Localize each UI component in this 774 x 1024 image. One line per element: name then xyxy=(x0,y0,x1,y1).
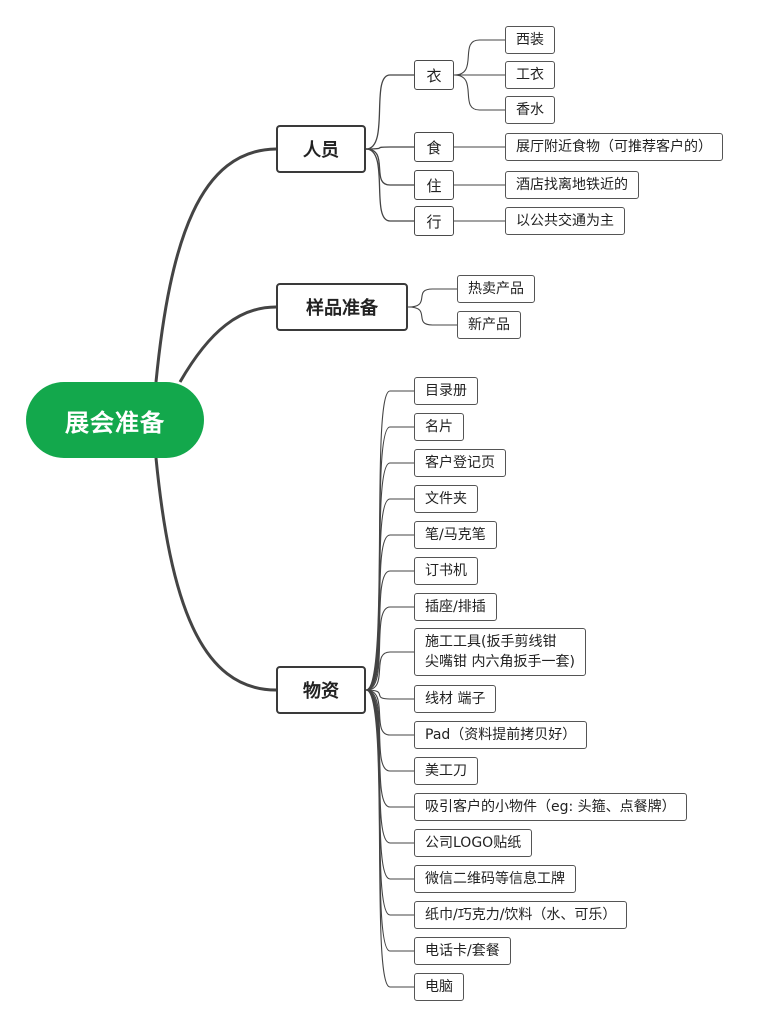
leaf-suit[interactable]: 西装 xyxy=(505,26,555,54)
link-supplies-1 xyxy=(365,426,414,691)
node-travel[interactable]: 行 xyxy=(414,206,454,236)
leaf-best-sellers[interactable]: 热卖产品 xyxy=(457,275,535,303)
supply-catalog[interactable]: 目录册 xyxy=(414,377,478,405)
leaf-hotel-note[interactable]: 酒店找离地铁近的 xyxy=(505,171,639,199)
leaf-transport-note[interactable]: 以公共交通为主 xyxy=(505,207,625,235)
supply-pad[interactable]: Pad（资料提前拷贝好） xyxy=(414,721,588,749)
link-personnel-clothing xyxy=(365,74,414,150)
root-node[interactable]: 展会准备 xyxy=(26,382,204,458)
link-supplies-11 xyxy=(365,689,414,808)
link-supplies-6 xyxy=(365,606,414,691)
node-clothing[interactable]: 衣 xyxy=(414,60,454,90)
link-supplies-16 xyxy=(365,689,414,988)
link-supplies-13 xyxy=(365,689,414,880)
supply-snacks[interactable]: 纸巾/巧克力/饮料（水、可乐） xyxy=(414,901,628,929)
supply-qr-badge[interactable]: 微信二维码等信息工牌 xyxy=(414,865,576,893)
supply-computer[interactable]: 电脑 xyxy=(414,973,464,1001)
link-root-personnel xyxy=(154,147,277,383)
link-samples-new-products xyxy=(407,306,457,326)
supply-pens[interactable]: 笔/马克笔 xyxy=(414,521,497,549)
node-food[interactable]: 食 xyxy=(414,132,454,162)
link-supplies-5 xyxy=(365,570,414,691)
link-samples-best-sellers xyxy=(407,288,457,308)
link-personnel-travel xyxy=(365,148,414,222)
link-clothing-suit xyxy=(453,39,505,76)
link-supplies-2 xyxy=(365,462,414,691)
link-supplies-12 xyxy=(365,689,414,844)
link-supplies-0 xyxy=(365,390,414,691)
supply-registration-sheet[interactable]: 客户登记页 xyxy=(414,449,506,477)
supply-cables[interactable]: 线材 端子 xyxy=(414,685,497,713)
link-supplies-3 xyxy=(365,498,414,691)
link-supplies-7 xyxy=(365,651,414,691)
supply-tools[interactable]: 施工工具(扳手剪线钳 尖嘴钳 内六角扳手一套) xyxy=(414,628,586,676)
link-supplies-8 xyxy=(365,689,414,700)
supply-power-strip[interactable]: 插座/排插 xyxy=(414,593,497,621)
supply-logo-stickers[interactable]: 公司LOGO贴纸 xyxy=(414,829,533,857)
link-supplies-9 xyxy=(365,689,414,736)
leaf-new-products[interactable]: 新产品 xyxy=(457,311,521,339)
leaf-food-note[interactable]: 展厅附近食物（可推荐客户的） xyxy=(505,133,723,161)
link-clothing-perfume xyxy=(453,74,505,111)
node-lodging[interactable]: 住 xyxy=(414,170,454,200)
supply-utility-knife[interactable]: 美工刀 xyxy=(414,757,478,785)
supply-tools-line-2: 尖嘴钳 内六角扳手一套) xyxy=(425,654,575,670)
link-personnel-lodging xyxy=(365,148,414,186)
branch-personnel[interactable]: 人员 xyxy=(276,125,366,173)
branch-supplies[interactable]: 物资 xyxy=(276,666,366,714)
supply-giveaways[interactable]: 吸引客户的小物件（eg: 头箍、点餐牌） xyxy=(414,793,687,821)
supply-tools-line-1: 施工工具(扳手剪线钳 xyxy=(425,634,557,650)
link-supplies-15 xyxy=(365,689,414,952)
link-root-samples xyxy=(178,305,277,383)
supply-sim-card[interactable]: 电话卡/套餐 xyxy=(414,937,511,965)
branch-samples[interactable]: 样品准备 xyxy=(276,283,408,331)
leaf-work-clothes[interactable]: 工衣 xyxy=(505,61,555,89)
supply-business-cards[interactable]: 名片 xyxy=(414,413,464,441)
link-personnel-food xyxy=(365,146,414,150)
link-supplies-14 xyxy=(365,689,414,916)
supply-folder[interactable]: 文件夹 xyxy=(414,485,478,513)
leaf-perfume[interactable]: 香水 xyxy=(505,96,555,124)
link-supplies-4 xyxy=(365,534,414,691)
supply-stapler[interactable]: 订书机 xyxy=(414,557,478,585)
link-root-supplies xyxy=(154,457,277,692)
